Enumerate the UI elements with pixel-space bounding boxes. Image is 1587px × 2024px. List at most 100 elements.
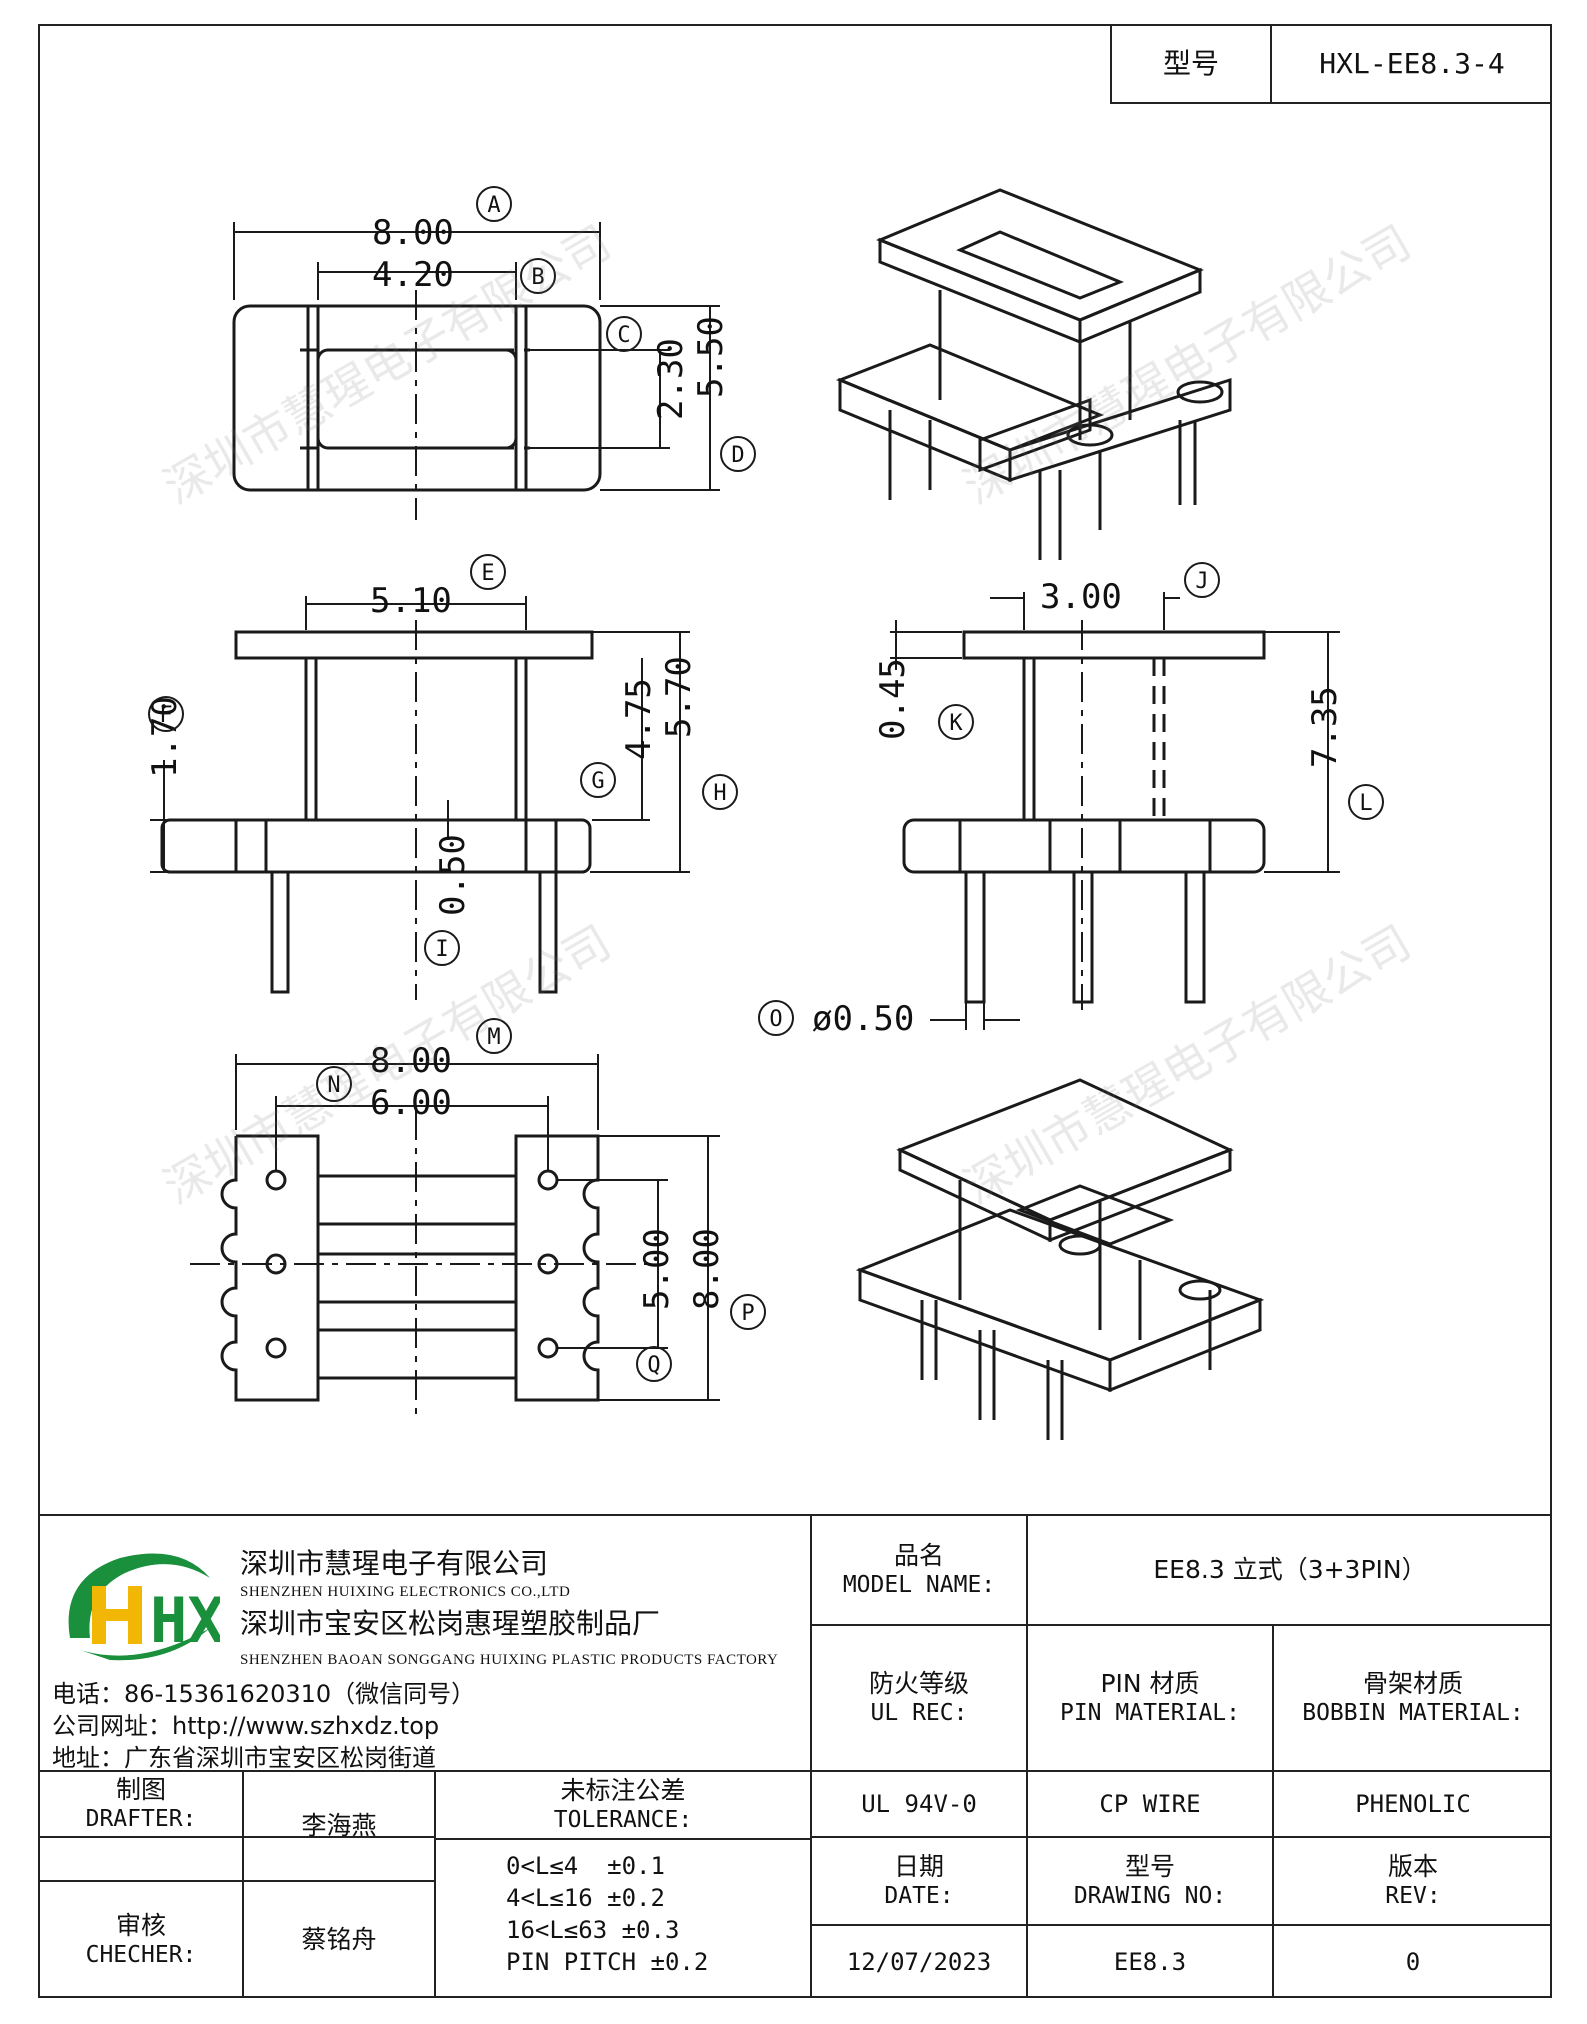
bobbin-material-value: PHENOLIC bbox=[1355, 1790, 1471, 1818]
dimension-J: 3.00 bbox=[1040, 577, 1122, 617]
callout-letter-G: G bbox=[591, 769, 604, 794]
iso-view-bottom bbox=[855, 1078, 1265, 1440]
tolerance-row: 16<L≤63 ±0.3 bbox=[506, 1916, 680, 1944]
factory-name-cn: 深圳市宝安区松岗惠瑆塑胶制品厂 bbox=[240, 1607, 661, 1640]
logo-text: HX bbox=[150, 1584, 220, 1657]
titleblock-border bbox=[810, 1624, 1552, 1626]
callout-letter-M: M bbox=[487, 1025, 500, 1050]
iso-view-top bbox=[835, 188, 1232, 560]
callout-circle-Q bbox=[636, 1346, 672, 1382]
titleblock-border bbox=[434, 1770, 436, 1998]
model-name-label: 品名 MODEL NAME: bbox=[812, 1516, 1026, 1624]
callout-letter-O: O bbox=[769, 1007, 782, 1032]
callout-letter-D: D bbox=[731, 443, 744, 468]
header-model-value: HXL-EE8.3-4 bbox=[1319, 46, 1505, 80]
callout-letter-K: K bbox=[949, 711, 963, 736]
company-phone: 电话：86-15361620310（微信同号） bbox=[52, 1680, 476, 1708]
ul-rec-cn: 防火等级 bbox=[868, 1669, 969, 1698]
dimension-P: 8.00 bbox=[687, 1228, 727, 1310]
callout-letter-P: P bbox=[741, 1301, 754, 1326]
drawing-no-label: 型号 DRAWING NO: bbox=[1028, 1838, 1272, 1924]
tolerance-list: 0<L≤4 ±0.1 4<L≤16 ±0.2 16<L≤63 ±0.3 PIN … bbox=[506, 1852, 806, 1980]
drafter-cn: 制图 bbox=[115, 1775, 166, 1804]
titleblock-border bbox=[810, 1514, 812, 1998]
callout-letter-F: F bbox=[159, 703, 172, 728]
dimension-Q: 5.00 bbox=[637, 1228, 677, 1310]
callout-circle-A bbox=[476, 186, 512, 222]
bobbin-material-cn: 骨架材质 bbox=[1362, 1669, 1463, 1698]
checker-name: 蔡铭舟 bbox=[301, 1925, 377, 1955]
titleblock-border bbox=[434, 1838, 810, 1840]
dimension-K: 0.45 bbox=[873, 658, 913, 740]
company-name-cn: 深圳市慧瑆电子有限公司 bbox=[240, 1547, 549, 1580]
callout-circle-I bbox=[424, 930, 460, 966]
tolerance-row: 4<L≤16 ±0.2 bbox=[506, 1884, 665, 1912]
date-cn: 日期 bbox=[893, 1852, 944, 1881]
callout-letter-A: A bbox=[487, 193, 500, 218]
top-view bbox=[232, 222, 720, 520]
dimension-I: 0.50 bbox=[433, 834, 473, 916]
ul-rec-en: UL REC: bbox=[870, 1700, 968, 1727]
titleblock-border bbox=[810, 1836, 1552, 1838]
tolerance-en: TOLERANCE: bbox=[553, 1807, 693, 1834]
drawing-no-en: DRAWING NO: bbox=[1073, 1883, 1227, 1910]
header-model-label: 型号 bbox=[1162, 46, 1219, 80]
company-logo-icon: HX bbox=[68, 1553, 220, 1661]
callout-letter-L: L bbox=[1359, 791, 1372, 816]
titleblock-border bbox=[810, 1924, 1552, 1926]
tolerance-cn: 未标注公差 bbox=[560, 1776, 686, 1805]
dimension-C: 2.30 bbox=[651, 338, 691, 420]
titleblock-border bbox=[1272, 1624, 1274, 1998]
callout-letter-J: J bbox=[1195, 569, 1208, 594]
dimension-O: ø0.50 bbox=[812, 999, 914, 1039]
header-divider bbox=[1270, 24, 1272, 104]
callout-letter-E: E bbox=[481, 561, 494, 586]
checker-en: CHECHER: bbox=[85, 1942, 197, 1969]
company-address: 地址：广东省深圳市宝安区松岗街道 bbox=[52, 1744, 436, 1772]
checker-cn: 审核 bbox=[115, 1911, 166, 1940]
callout-circle-L bbox=[1348, 784, 1384, 820]
tolerance-row: PIN PITCH ±0.2 bbox=[506, 1948, 709, 1976]
dimension-G: 4.75 bbox=[619, 678, 659, 760]
callout-circle-G bbox=[580, 762, 616, 798]
callout-circle-E bbox=[470, 554, 506, 590]
dimension-M: 8.00 bbox=[370, 1041, 452, 1081]
model-name-cn: 品名 bbox=[893, 1541, 944, 1570]
factory-name-en: SHENZHEN BAOAN SONGGANG HUIXING PLASTIC … bbox=[240, 1652, 779, 1668]
callout-circle-D bbox=[720, 436, 756, 472]
ul-rec-value: UL 94V-0 bbox=[861, 1790, 977, 1818]
titleblock-border bbox=[38, 1514, 1552, 1516]
callout-circle-J bbox=[1184, 562, 1220, 598]
callout-circle-N bbox=[316, 1066, 352, 1102]
pin-material-cn: PIN 材质 bbox=[1100, 1669, 1200, 1698]
drafter-name: 李海燕 bbox=[301, 1811, 377, 1841]
drawing-frame bbox=[38, 24, 1552, 1998]
callout-circle-O bbox=[758, 1000, 794, 1036]
ul-rec-label: 防火等级 UL REC: bbox=[812, 1626, 1026, 1770]
dimension-A: 8.00 bbox=[372, 213, 454, 253]
dimension-L: 7.35 bbox=[1305, 686, 1345, 768]
tolerance-row: 0<L≤4 ±0.1 bbox=[506, 1852, 665, 1880]
callout-circle-M bbox=[476, 1018, 512, 1054]
callout-circle-B bbox=[520, 258, 556, 294]
callout-letter-N: N bbox=[327, 1073, 340, 1098]
front-view bbox=[150, 596, 690, 1000]
side-view bbox=[890, 592, 1340, 1030]
bottom-view bbox=[190, 1054, 720, 1420]
company-name-en: SHENZHEN HUIXING ELECTRONICS CO.,LTD bbox=[240, 1584, 571, 1600]
dimension-D: 5.50 bbox=[691, 316, 731, 398]
callout-circle-K bbox=[938, 704, 974, 740]
bobbin-material-en: BOBBIN MATERIAL: bbox=[1302, 1700, 1524, 1727]
tolerance-label: 未标注公差 TOLERANCE: bbox=[436, 1772, 810, 1838]
titleblock-border bbox=[38, 1880, 434, 1882]
callout-circle-C bbox=[606, 316, 642, 352]
callout-letter-I: I bbox=[435, 937, 448, 962]
callout-circle-H bbox=[702, 774, 738, 810]
callout-circle-P bbox=[730, 1294, 766, 1330]
callout-letter-Q: Q bbox=[647, 1353, 660, 1378]
header-divider bbox=[1110, 24, 1112, 104]
callout-circle-F bbox=[148, 696, 184, 732]
pin-material-en: PIN MATERIAL: bbox=[1059, 1700, 1240, 1727]
bobbin-material-label: 骨架材质 BOBBIN MATERIAL: bbox=[1274, 1626, 1552, 1770]
dimension-B: 4.20 bbox=[372, 255, 454, 295]
